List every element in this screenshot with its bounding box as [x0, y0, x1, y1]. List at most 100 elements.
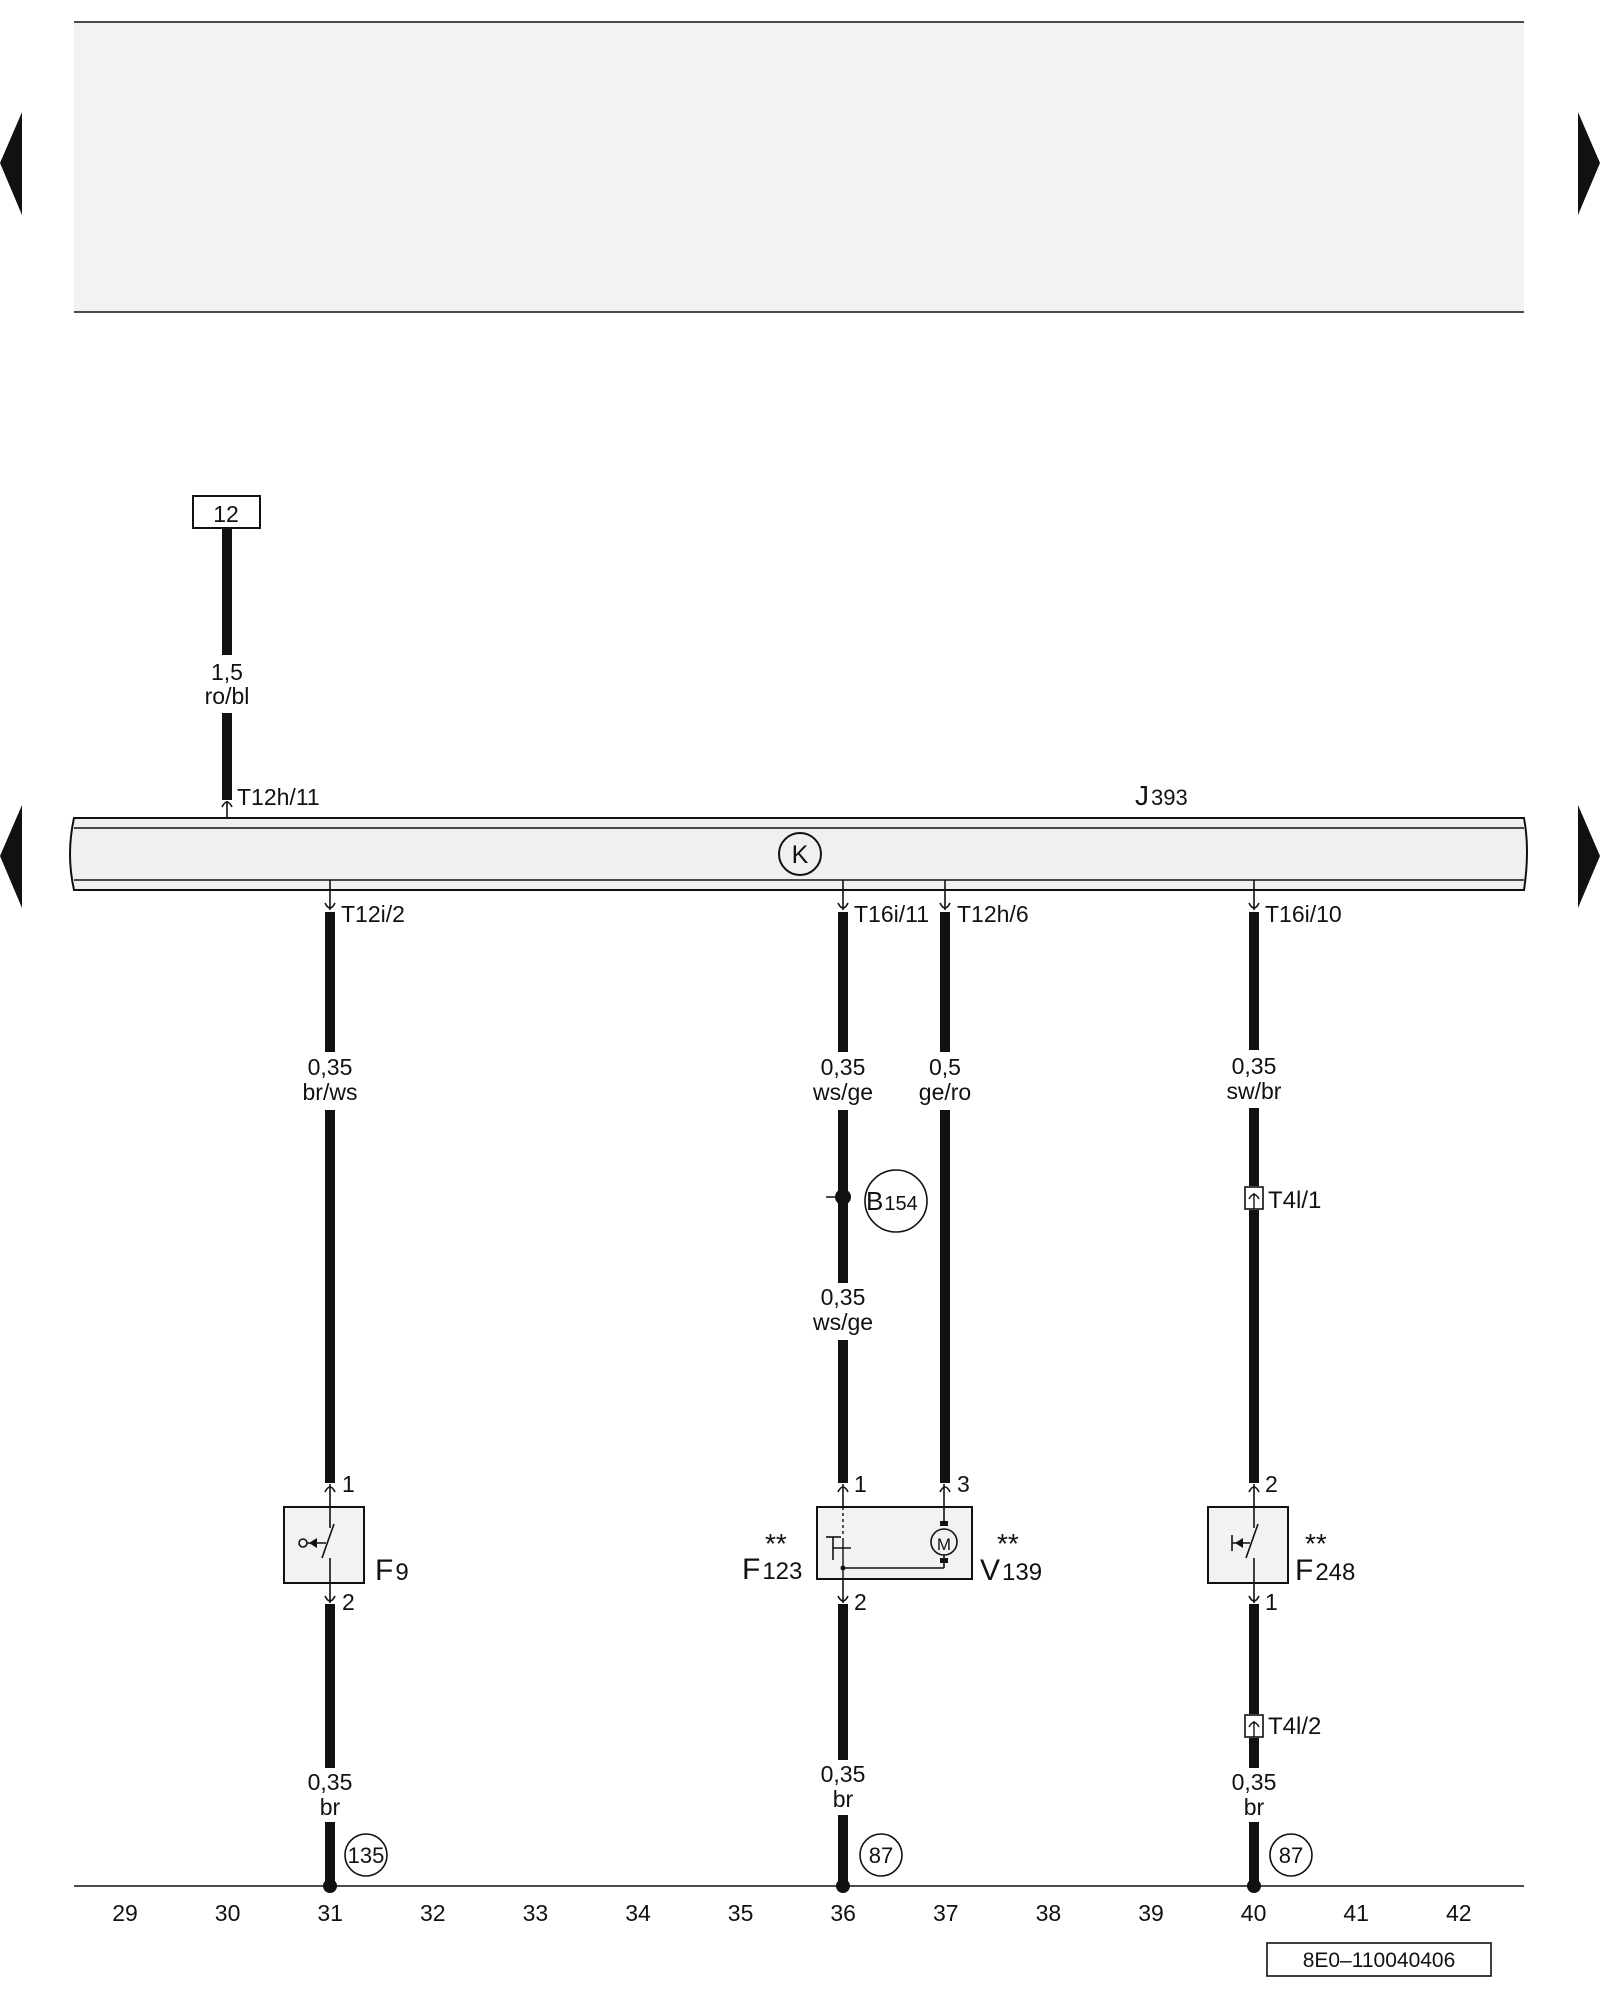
control-unit-body	[69, 817, 1528, 891]
source-reference-label: 12	[213, 501, 239, 527]
component-pin-label: 2	[342, 1589, 355, 1615]
switch-blade	[1245, 1523, 1259, 1559]
grid-scale-number: 37	[933, 1900, 959, 1926]
wire-v139: T12h/6 0,5 ge/ro 3 ** V139	[919, 880, 1042, 1587]
component-label: V139	[980, 1554, 1042, 1587]
pin-arrow-icon	[1248, 1595, 1260, 1602]
wire-color: ro/bl	[205, 683, 250, 709]
inline-connector-label: T4l/2	[1268, 1713, 1321, 1740]
grid-scale-number: 34	[625, 1900, 651, 1926]
wire-color: br	[833, 1786, 854, 1812]
actuator-arrow-icon	[1235, 1538, 1243, 1548]
grid-scale-number: 32	[420, 1900, 446, 1926]
wire-color: br/ws	[303, 1079, 358, 1105]
pin-arrow-icon	[939, 1486, 951, 1493]
wire-cross-section: 0,35	[1232, 1053, 1277, 1079]
wire-color: br	[1244, 1794, 1265, 1820]
wire-color: ge/ro	[919, 1079, 971, 1105]
pin-arrow-icon	[324, 1595, 336, 1602]
component-stars: **	[1305, 1528, 1327, 1559]
connector-pin-label: T12h/6	[957, 901, 1029, 927]
grid-scale-number: 42	[1446, 1900, 1472, 1926]
motor-symbol: M	[937, 1535, 951, 1554]
wire-cross-section: 0,35	[821, 1054, 866, 1080]
ground-point-label: 87	[1279, 1843, 1303, 1868]
connector-pin-label: T12h/11	[237, 784, 320, 810]
grid-scale-number: 33	[523, 1900, 549, 1926]
document-id: 8E0–110040406	[1303, 1949, 1456, 1972]
component-pin-label: 1	[342, 1471, 355, 1497]
ground-point-badge	[344, 1833, 388, 1877]
grid-scale-number: 30	[215, 1900, 241, 1926]
ground-point-badge	[1269, 1833, 1313, 1877]
component-pin-label: 3	[957, 1471, 970, 1497]
grid-scale-number: 41	[1343, 1900, 1369, 1926]
splice-badge	[864, 1169, 928, 1233]
triangle-left-icon[interactable]	[0, 805, 22, 908]
splice-dot	[835, 1189, 851, 1205]
control-unit-label: J393	[1135, 780, 1188, 811]
grid-scale-number: 31	[317, 1900, 343, 1926]
k-terminal-icon	[778, 832, 822, 876]
header-band	[74, 22, 1524, 312]
wire-color: sw/br	[1227, 1078, 1282, 1104]
connector-pin-label: T12i/2	[341, 901, 405, 927]
grid-scale-number: 29	[112, 1900, 138, 1926]
wire-cross-section: 1,5	[211, 659, 243, 685]
component-label: F123	[742, 1553, 802, 1586]
wire-cross-section: 0,35	[821, 1761, 866, 1787]
wire-color: ws/ge	[812, 1079, 873, 1105]
triangle-right-icon[interactable]	[1578, 805, 1600, 908]
connector-pin-label: T16i/10	[1265, 901, 1342, 927]
wire-cross-section: 0,35	[821, 1284, 866, 1310]
motor-brush-bottom	[940, 1558, 948, 1563]
component-pin-label: 1	[854, 1471, 867, 1497]
pin-arrow-icon	[837, 1595, 849, 1602]
switch-blade	[321, 1523, 335, 1559]
component-stars: **	[765, 1528, 787, 1559]
wire-cross-section: 0,35	[1232, 1769, 1277, 1795]
inline-connector-label: T4l/1	[1268, 1187, 1321, 1214]
splice-label: B154	[866, 1186, 918, 1216]
component-pin-label: 2	[854, 1589, 867, 1615]
connector-pin-label: T16i/11	[854, 901, 929, 927]
source-reference-box	[192, 495, 261, 529]
wire-f123: T16i/11 0,35 ws/ge B154 0,35 ws/ge 1 M *…	[742, 880, 973, 1893]
source-wire: 12 1,5 ro/bl T12h/11	[192, 495, 320, 828]
triangle-left-icon[interactable]	[0, 112, 22, 215]
pin-arrow-icon	[939, 902, 951, 909]
motor-brush-top	[940, 1521, 948, 1526]
actuator-arrow-icon	[309, 1538, 317, 1548]
grid-scale-number: 38	[1036, 1900, 1062, 1926]
grid-scale-number: 35	[728, 1900, 754, 1926]
grid-scale-number: 36	[830, 1900, 856, 1926]
grid-scale-number: 39	[1138, 1900, 1164, 1926]
component-pin-label: 1	[1265, 1589, 1278, 1615]
document-id-box	[1266, 1942, 1492, 1977]
component-label: F9	[375, 1554, 409, 1587]
ground-point-label: 87	[869, 1843, 893, 1868]
switch-f248	[1207, 1506, 1289, 1584]
wire-f9: T12i/2 0,35 br/ws 1 F9 2 0,35 br 135	[283, 880, 409, 1893]
component-stars: **	[997, 1528, 1019, 1559]
ground-point-label: 135	[348, 1843, 385, 1868]
switch-f9	[283, 1506, 365, 1584]
wire-color: br	[320, 1794, 341, 1820]
triangle-right-icon[interactable]	[1578, 112, 1600, 215]
wire-color: ws/ge	[812, 1309, 873, 1335]
wire-cross-section: 0,5	[929, 1054, 961, 1080]
component-label: F248	[1295, 1554, 1355, 1587]
wire-f248: T16i/10 0,35 sw/br T4l/1 2 ** F248 1 T4l…	[1207, 880, 1355, 1893]
ground-point-badge	[859, 1833, 903, 1877]
grid-scale-number: 40	[1241, 1900, 1267, 1926]
grid-scale: 29 30 31 32 33 34 35 36 37 38 39 40 41 42	[112, 1900, 1471, 1926]
pin-arrow-icon	[1248, 902, 1260, 909]
control-unit-j393: J393 K	[69, 780, 1528, 891]
k-terminal-symbol: K	[792, 841, 809, 869]
pin-arrow-icon	[324, 902, 336, 909]
wire-cross-section: 0,35	[308, 1054, 353, 1080]
pin-arrow-icon	[837, 902, 849, 909]
component-pin-label: 2	[1265, 1471, 1278, 1497]
wire-cross-section: 0,35	[308, 1769, 353, 1795]
